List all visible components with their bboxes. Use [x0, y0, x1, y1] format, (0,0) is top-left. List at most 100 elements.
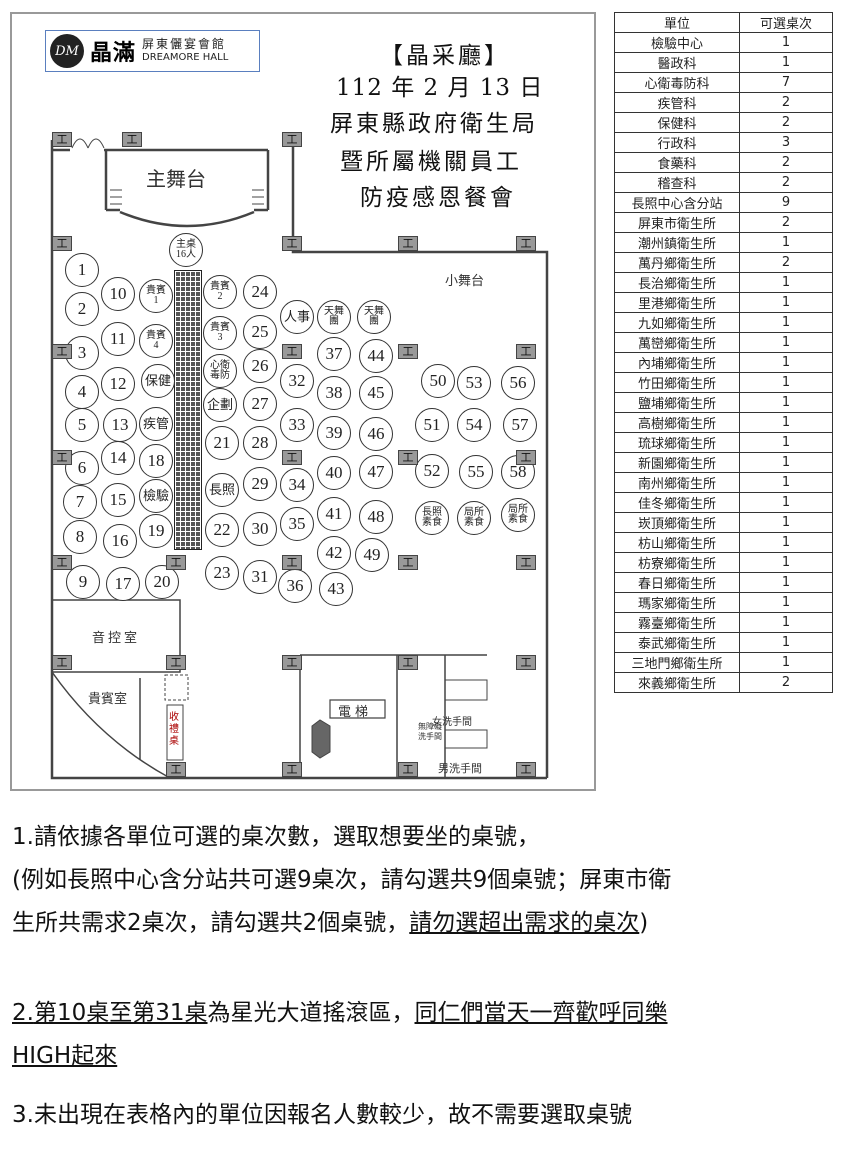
seat-table[interactable]: 9: [66, 565, 100, 599]
seat-table[interactable]: 14: [101, 441, 135, 475]
pillar-icon: 工: [282, 344, 302, 359]
seat-table[interactable]: 貴賓4: [139, 324, 173, 358]
seat-table[interactable]: 46: [359, 417, 393, 451]
quota-cell: 1: [739, 532, 833, 553]
seat-table[interactable]: 43: [319, 572, 353, 606]
seat-table[interactable]: 35: [280, 507, 314, 541]
unit-cell: 佳冬鄉衛生所: [614, 492, 740, 513]
seat-table[interactable]: 50: [421, 364, 455, 398]
seat-table[interactable]: 48: [359, 500, 393, 534]
seat-table[interactable]: 心衛毒防: [203, 354, 237, 388]
seat-table[interactable]: 11: [101, 322, 135, 356]
floor-plan-walls: [50, 138, 549, 780]
seat-table[interactable]: 貴賓2: [203, 275, 237, 309]
quota-cell: 7: [739, 72, 833, 93]
seat-table[interactable]: 長照: [205, 473, 239, 507]
seat-table[interactable]: 51: [415, 408, 449, 442]
quota-cell: 1: [739, 32, 833, 53]
seat-table[interactable]: 41: [317, 497, 351, 531]
seat-table[interactable]: 貴賓3: [203, 316, 237, 350]
seat-table[interactable]: 10: [101, 277, 135, 311]
seat-table[interactable]: 56: [501, 366, 535, 400]
seat-table[interactable]: 2: [65, 292, 99, 326]
seat-table[interactable]: 37: [317, 337, 351, 371]
seat-table[interactable]: 17: [106, 567, 140, 601]
pillar-icon: 工: [122, 132, 142, 147]
seat-table[interactable]: 5: [65, 408, 99, 442]
seat-table[interactable]: 13: [103, 408, 137, 442]
seat-table[interactable]: 52: [415, 454, 449, 488]
unit-cell: 南州鄉衛生所: [614, 472, 740, 493]
seat-table[interactable]: 26: [243, 349, 277, 383]
seat-table[interactable]: 27: [243, 387, 277, 421]
seat-table[interactable]: 貴賓1: [139, 279, 173, 313]
seat-table[interactable]: 局所素食: [457, 501, 491, 535]
seat-table[interactable]: 54: [457, 408, 491, 442]
seat-table[interactable]: 21: [205, 426, 239, 460]
seat-table[interactable]: 47: [359, 455, 393, 489]
seat-table[interactable]: 55: [459, 455, 493, 489]
seat-table[interactable]: 18: [139, 444, 173, 478]
seat-table[interactable]: 44: [359, 339, 393, 373]
seat-table[interactable]: 20: [145, 565, 179, 599]
unit-cell: 萬巒鄉衛生所: [614, 332, 740, 353]
seat-table[interactable]: 7: [63, 485, 97, 519]
seat-table[interactable]: 53: [457, 366, 491, 400]
unit-cell: 春日鄉衛生所: [614, 572, 740, 593]
seat-table[interactable]: 40: [317, 456, 351, 490]
seat-table[interactable]: 25: [243, 315, 277, 349]
seat-table[interactable]: 天舞團: [317, 300, 351, 334]
unit-cell: 竹田鄉衛生所: [614, 372, 740, 393]
note-1-close: ): [639, 910, 649, 936]
seat-table[interactable]: 34: [280, 468, 314, 502]
seat-table[interactable]: 24: [243, 275, 277, 309]
seat-table[interactable]: 人事: [280, 300, 314, 334]
seat-table[interactable]: 保健: [141, 364, 175, 398]
unit-cell: 長照中心含分站: [614, 192, 740, 213]
seat-table[interactable]: 天舞團: [357, 300, 391, 334]
seat-table[interactable]: 45: [359, 376, 393, 410]
seat-table[interactable]: 42: [317, 536, 351, 570]
seat-table[interactable]: 8: [63, 520, 97, 554]
seat-table[interactable]: 6: [65, 451, 99, 485]
seat-table[interactable]: 檢驗: [139, 479, 173, 513]
seat-table[interactable]: 36: [278, 569, 312, 603]
seat-table[interactable]: 57: [503, 408, 537, 442]
seat-table[interactable]: 疾管: [139, 407, 173, 441]
seat-table[interactable]: 38: [317, 376, 351, 410]
seat-table[interactable]: 1: [65, 253, 99, 287]
seat-table[interactable]: 22: [205, 513, 239, 547]
seat-table[interactable]: 16: [103, 524, 137, 558]
seat-table[interactable]: 主桌16人: [169, 233, 203, 267]
event-title-line3: 防疫感恩餐會: [360, 185, 516, 211]
seat-table[interactable]: 12: [101, 367, 135, 401]
seat-table[interactable]: 31: [243, 560, 277, 594]
seat-table[interactable]: 企劃: [203, 388, 237, 422]
event-date: 112 年 2 月 13 日: [336, 75, 544, 101]
seat-table[interactable]: 局所素食: [501, 498, 535, 532]
seat-table[interactable]: 長照素食: [415, 501, 449, 535]
pillar-icon: 工: [282, 236, 302, 251]
seat-table[interactable]: 32: [280, 364, 314, 398]
seat-table[interactable]: 19: [139, 514, 173, 548]
seat-table[interactable]: 23: [205, 556, 239, 590]
seat-table[interactable]: 28: [243, 426, 277, 460]
seat-table[interactable]: 4: [65, 375, 99, 409]
seat-table[interactable]: 49: [355, 538, 389, 572]
vip-room-label: 貴賓室: [88, 692, 128, 707]
seat-table[interactable]: 15: [101, 483, 135, 517]
seat-table[interactable]: 29: [243, 467, 277, 501]
pillar-icon: 工: [166, 762, 186, 777]
seat-table[interactable]: 33: [280, 408, 314, 442]
seat-table[interactable]: 39: [317, 416, 351, 450]
seat-table[interactable]: 30: [243, 512, 277, 546]
